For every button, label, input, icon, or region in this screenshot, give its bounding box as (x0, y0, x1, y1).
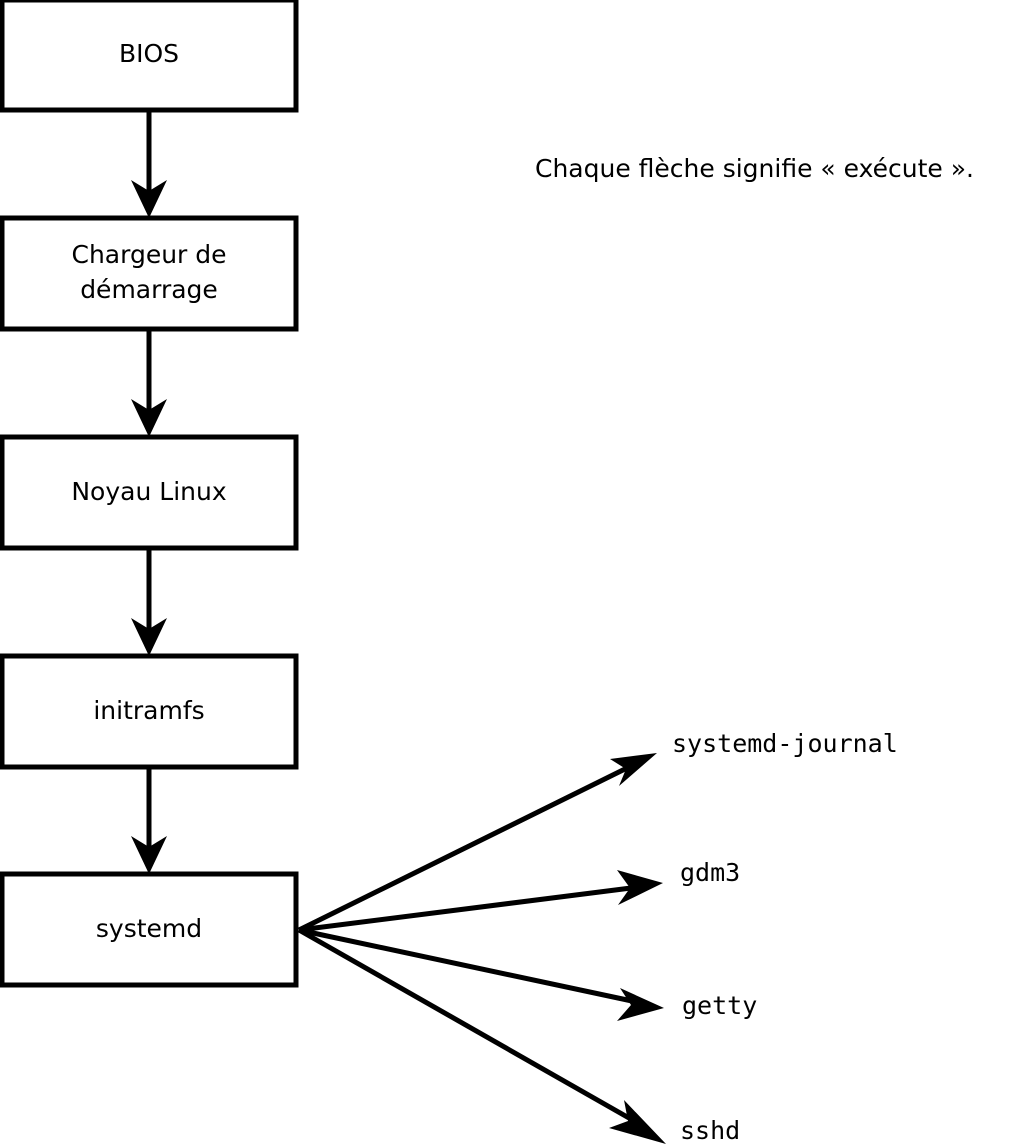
node-bios[interactable]: BIOS (0, 0, 299, 113)
arrow-head-down-icon (131, 180, 167, 218)
fanout-arrow-line (298, 885, 632, 933)
service-label-systemd-journal: systemd-journal (672, 729, 898, 758)
fanout-arrow-line (298, 927, 633, 1004)
arrow-head-down-icon (131, 836, 167, 874)
node-box[interactable] (0, 871, 299, 988)
fanout-arrow-systemd-journal (297, 753, 657, 933)
node-box[interactable] (0, 653, 299, 770)
arrow-head-down-right-icon (609, 1100, 666, 1144)
fanout-arrow-line (297, 765, 629, 933)
chain-arrow-initramfs-to-systemd (131, 767, 167, 874)
service-label-gdm3: gdm3 (680, 858, 740, 887)
node-label-line1: Chargeur de (71, 240, 226, 269)
arrow-meaning-annotation: Chaque flèche signifie « exécute ». (535, 154, 974, 183)
node-box[interactable] (0, 434, 299, 551)
node-label: systemd (96, 914, 202, 943)
arrow-head-up-right-icon (610, 753, 657, 786)
node-bootloader[interactable]: Chargeur de démarrage (0, 215, 299, 332)
fanout-arrow-group (297, 753, 666, 1144)
node-label: BIOS (119, 39, 179, 68)
fanout-arrow-sshd (297, 927, 666, 1144)
node-label: Noyau Linux (71, 477, 226, 506)
node-box[interactable] (0, 0, 299, 113)
chain-arrow-kernel-to-initramfs (131, 548, 167, 656)
fanout-arrow-getty (298, 927, 664, 1021)
arrow-head-down-right-icon (617, 988, 664, 1021)
chain-arrow-bios-to-bootloader (131, 110, 167, 218)
node-box[interactable] (0, 215, 299, 332)
node-systemd[interactable]: systemd (0, 871, 299, 988)
service-label-sshd: sshd (680, 1116, 740, 1144)
chain-arrow-bootloader-to-kernel (131, 329, 167, 437)
arrow-head-down-icon (131, 618, 167, 656)
arrow-head-right-icon (617, 870, 663, 905)
arrow-head-down-icon (131, 399, 167, 437)
fanout-arrow-line (297, 927, 631, 1121)
fanout-arrow-gdm3 (298, 870, 663, 933)
service-label-getty: getty (682, 991, 757, 1020)
node-linux-kernel[interactable]: Noyau Linux (0, 434, 299, 551)
node-label-line2: démarrage (80, 275, 218, 304)
chain-arrow-group (131, 110, 167, 874)
node-initramfs[interactable]: initramfs (0, 653, 299, 770)
node-label: initramfs (93, 696, 204, 725)
